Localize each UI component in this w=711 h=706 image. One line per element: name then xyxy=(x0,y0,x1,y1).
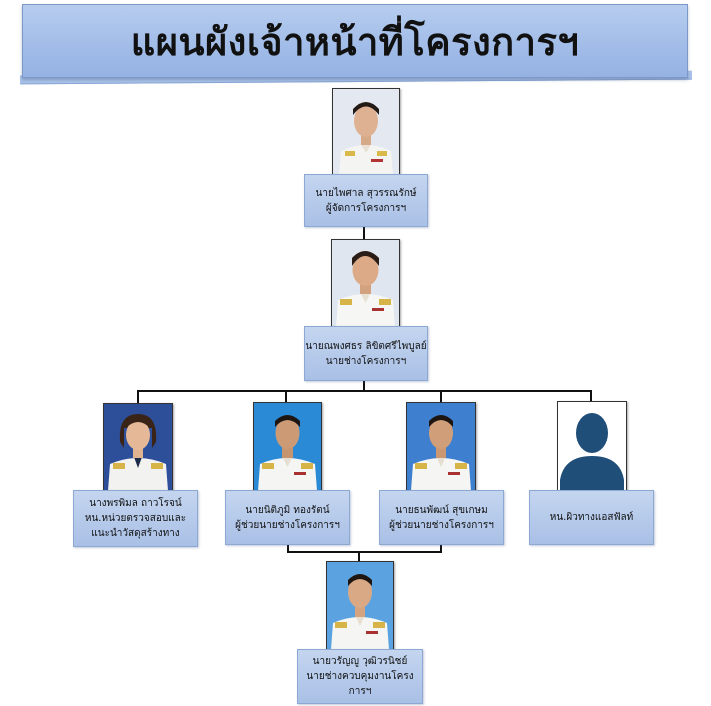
connector-director-engineer xyxy=(363,226,365,240)
director-label: นายไพศาล สุวรรณรักษ์ ผู้จัดการโครงการฯ xyxy=(304,174,428,227)
assistant2-role: ผู้ช่วยนายช่างโครงการฯ xyxy=(389,519,494,531)
connector-drop-3 xyxy=(440,390,442,403)
person-portrait-icon xyxy=(407,403,475,491)
connector-horizontal-bottom xyxy=(287,551,442,553)
assistant2-label: นายธนพัฒน์ สุขเกษม ผู้ช่วยนายช่างโครงการ… xyxy=(379,490,504,545)
director-name: นายไพศาล สุวรรณรักษ์ xyxy=(315,187,417,199)
supervisor-label: นายวรัญญู วุฒิวรนิชย์ นายช่างควบคุมงานโค… xyxy=(297,649,423,704)
inspector-role-line2: แนะนำวัสดุสร้างทาง xyxy=(91,528,180,539)
assistant2-photo xyxy=(406,402,476,492)
connector-supervisor-up xyxy=(358,551,360,561)
person-portrait-icon xyxy=(332,240,399,327)
engineer-label: นายณพงศธร ลิขิตศรีไพบูลย์ นายช่างโครงการ… xyxy=(304,326,428,381)
inspector-name: นางพรพิมล ถาวโรจน์ xyxy=(89,498,182,509)
connector-engineer-down xyxy=(363,379,365,391)
user-silhouette-icon xyxy=(558,402,626,491)
supervisor-role: นายช่างควบคุมงานโครงการฯ xyxy=(306,671,414,697)
director-photo xyxy=(332,88,400,176)
inspector-label: นางพรพิมล ถาวโรจน์ หน.หน่วยตรวจสอบและ แน… xyxy=(73,490,198,547)
chart-title: แผนผังเจ้าหน้าที่โครงการฯ xyxy=(130,19,580,64)
assistant1-label: นายนิติภูมิ ทองรัตน์ ผู้ช่วยนายช่างโครงก… xyxy=(225,490,350,545)
person-portrait-icon xyxy=(254,403,321,491)
supervisor-photo xyxy=(326,561,394,651)
supervisor-name: นายวรัญญู วุฒิวรนิชย์ xyxy=(312,656,408,667)
asphalt-head-label: หน.ผิวทางแอสฟัลท์ xyxy=(529,490,654,545)
engineer-photo xyxy=(331,239,400,328)
engineer-role: นายช่างโครงการฯ xyxy=(325,355,407,367)
connector-horizontal-top xyxy=(137,390,592,392)
connector-drop-1 xyxy=(137,390,139,403)
connector-assistant2-down xyxy=(440,543,442,553)
engineer-name: นายณพงศธร ลิขิตศรีไพบูลย์ xyxy=(305,340,427,352)
asphalt-head-role: หน.ผิวทางแอสฟัลท์ xyxy=(549,512,634,523)
asphalt-head-photo xyxy=(557,401,627,492)
person-portrait-icon xyxy=(104,404,172,491)
assistant1-photo xyxy=(253,402,322,492)
connector-drop-4 xyxy=(590,390,592,403)
assistant2-name: นายธนพัฒน์ สุขเกษม xyxy=(395,504,488,516)
inspector-role: หน.หน่วยตรวจสอบและ xyxy=(84,513,187,524)
person-portrait-icon xyxy=(333,89,399,175)
assistant1-role: ผู้ช่วยนายช่างโครงการฯ xyxy=(235,519,340,531)
director-role: ผู้จัดการโครงการฯ xyxy=(325,202,407,214)
assistant1-name: นายนิติภูมิ ทองรัตน์ xyxy=(245,504,330,516)
title-banner: แผนผังเจ้าหน้าที่โครงการฯ xyxy=(22,4,688,78)
connector-assistant1-down xyxy=(287,543,289,553)
person-portrait-icon xyxy=(327,562,393,650)
inspector-photo xyxy=(103,403,173,492)
connector-drop-2 xyxy=(285,390,287,403)
